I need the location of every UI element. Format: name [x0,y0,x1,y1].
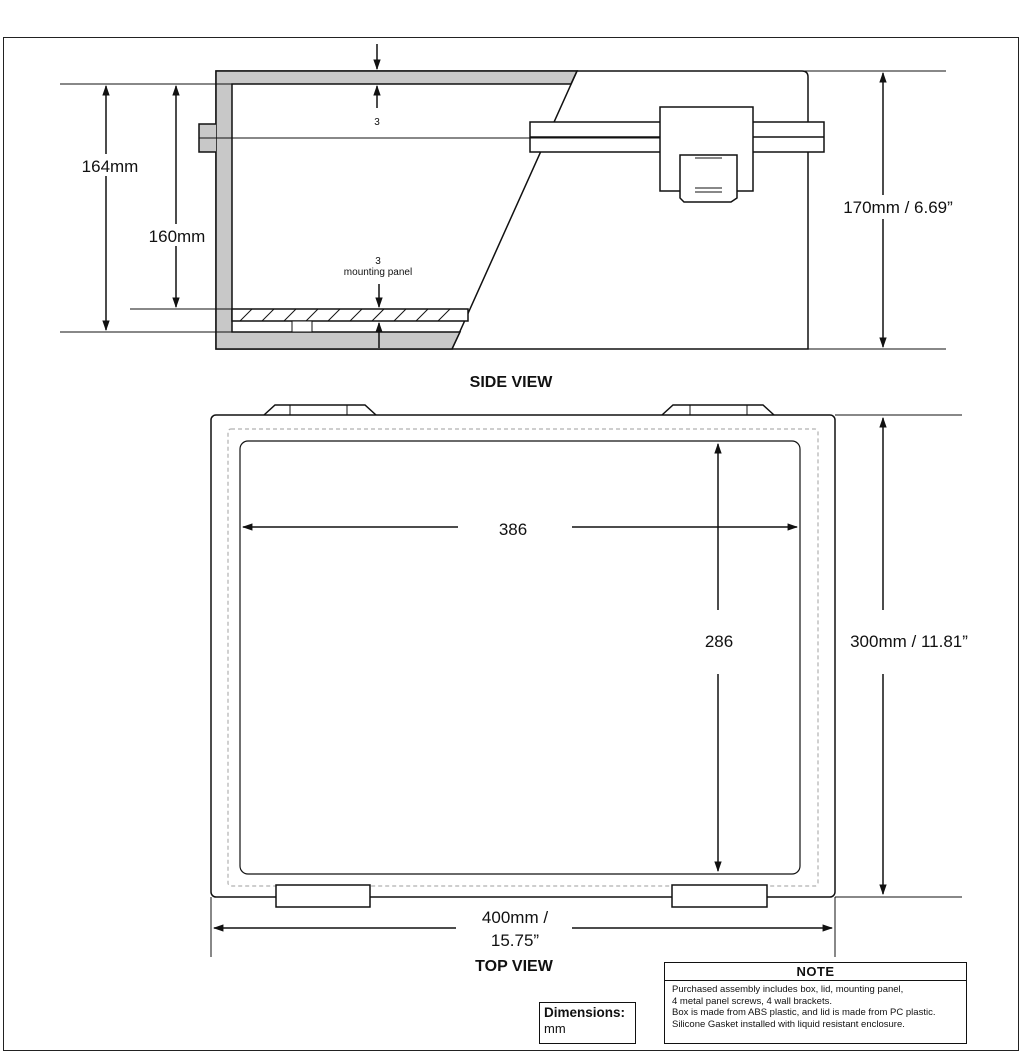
inner-cavity [239,440,801,875]
dimensions-title: Dimensions: [544,1005,626,1020]
dim-164-label: 164mm [82,157,139,176]
note-line: Box is made from ABS plastic, and lid is… [672,1007,936,1018]
panel-standoff [291,320,313,333]
dim-386-label: 386 [499,520,527,539]
bottom-hinge-left [275,884,371,908]
wall-top-label: 3 [374,117,380,128]
top-view-drawing [210,404,836,908]
side-view-title: SIDE VIEW [470,374,554,391]
latch-clip [679,154,738,203]
dim-400-label-line2: 15.75” [491,931,540,950]
top-latch-right [661,404,775,416]
dim-160-label: 160mm [149,227,206,246]
top-view-extension-lines [210,414,962,957]
note-title: NOTE [665,963,966,981]
dim-400-label-line1: 400mm / [482,908,548,927]
mounting-panel-label: mounting panel [344,267,412,278]
enclosure-body [215,70,579,350]
note-body: Purchased assembly includes box, lid, mo… [665,981,966,1030]
top-view-outer [210,414,836,898]
dim-286-label: 286 [705,632,733,651]
wall-bottom-label: 3 [375,256,381,267]
drawing-frame [3,37,1019,1051]
dimensions-unit: mm [544,1021,566,1036]
top-view-dimension-arrows [212,416,887,932]
note-box: NOTE Purchased assembly includes box, li… [664,962,967,1044]
note-line: Purchased assembly includes box, lid, mo… [672,984,904,995]
dim-300-label: 300mm / 11.81” [850,632,968,651]
top-latch-left [263,404,377,416]
side-view-extension-lines [60,70,946,350]
note-line: 4 metal panel screws, 4 wall brackets. [672,995,832,1007]
dim-170-label: 170mm / 6.69” [843,198,953,217]
side-view-drawing [198,70,825,350]
panel-hatch [239,308,451,322]
gasket-outline [227,428,819,887]
top-view-title: TOP VIEW [475,958,554,975]
note-line: Silicone Gasket installed with liquid re… [672,1018,905,1030]
bottom-hinge-right [671,884,768,908]
dimensions-box: Dimensions: mm [539,1002,636,1044]
